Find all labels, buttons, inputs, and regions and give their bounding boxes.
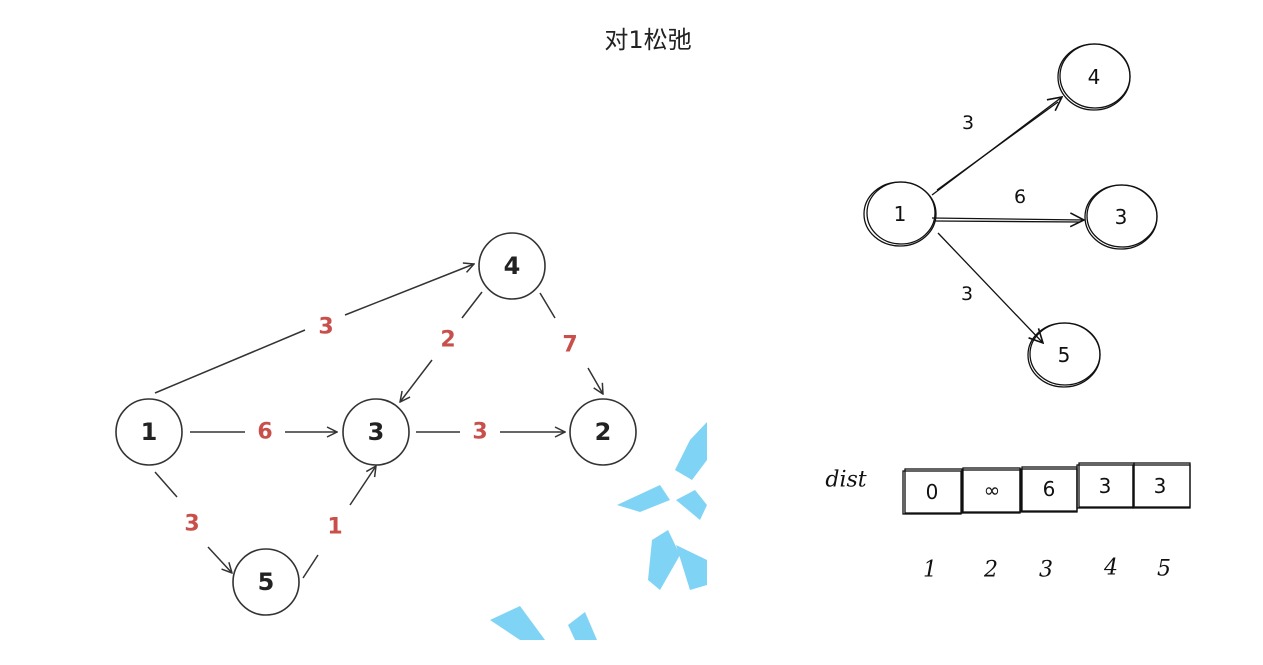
dist-indices: 1 2 3 4 5 xyxy=(923,556,1171,583)
dist-index: 4 xyxy=(1103,556,1118,581)
weight-3-2: 3 xyxy=(472,420,487,445)
node-label: 1 xyxy=(894,202,907,226)
sketch-weight-1-4: 3 xyxy=(962,112,974,134)
right-node-5: 5 xyxy=(1028,323,1100,387)
left-node-1: 1 xyxy=(116,399,182,465)
weight-4-2: 7 xyxy=(562,333,577,358)
weight-4-3: 2 xyxy=(440,328,455,353)
dist-cell-4: 3 xyxy=(1077,463,1134,508)
node-label: 4 xyxy=(1088,65,1101,89)
weight-1-4: 3 xyxy=(318,315,333,340)
dist-label: dist xyxy=(825,468,866,493)
dist-cell-1: 0 xyxy=(903,469,962,514)
dist-index: 1 xyxy=(923,558,937,583)
weight-1-3: 6 xyxy=(257,420,272,445)
right-graph-edges xyxy=(932,97,1084,343)
sketch-edge-1-4-double xyxy=(937,102,1058,190)
node-label: 2 xyxy=(595,418,612,446)
dist-cell-5: 3 xyxy=(1133,463,1190,508)
node-label: 4 xyxy=(504,252,521,280)
left-node-2: 2 xyxy=(570,399,636,465)
edge-1-4-a xyxy=(155,330,305,393)
sketch-weight-1-3: 6 xyxy=(1014,186,1026,208)
node-label: 3 xyxy=(368,418,385,446)
left-node-3: 3 xyxy=(343,399,409,465)
edge-1-5-a xyxy=(155,472,177,497)
sketch-weight-1-5: 3 xyxy=(961,283,973,305)
node-label: 1 xyxy=(141,418,158,446)
dist-cell-2: ∞ xyxy=(962,468,1020,513)
sketch-edge-1-3-double xyxy=(935,221,1080,222)
dist-index: 2 xyxy=(983,558,998,583)
dist-value: ∞ xyxy=(984,478,1001,502)
dist-index: 5 xyxy=(1157,557,1171,582)
dist-index: 3 xyxy=(1039,558,1053,583)
right-node-1: 1 xyxy=(864,182,936,246)
weight-5-3: 1 xyxy=(327,515,342,540)
edge-4-3-b xyxy=(400,360,432,402)
dist-cell-3: 6 xyxy=(1021,467,1077,512)
node-label: 5 xyxy=(1058,343,1071,367)
right-node-4: 4 xyxy=(1058,44,1130,110)
node-label: 5 xyxy=(258,568,275,596)
dist-array: 0 ∞ 6 3 3 xyxy=(903,463,1190,514)
dist-value: 0 xyxy=(926,480,939,504)
edge-1-5-b xyxy=(208,547,232,573)
page-title: 对1松弛 xyxy=(604,26,691,54)
node-label: 3 xyxy=(1115,205,1128,229)
dist-value: 3 xyxy=(1099,474,1112,498)
dist-value: 6 xyxy=(1043,477,1056,501)
sketch-edge-1-3 xyxy=(932,218,1084,220)
edge-1-4-b xyxy=(345,264,474,315)
edge-4-2-a xyxy=(540,293,555,318)
edge-4-3-a xyxy=(462,292,482,318)
weight-1-5: 3 xyxy=(184,512,199,537)
edge-4-2-b xyxy=(588,368,603,394)
edge-5-3-a xyxy=(303,555,318,578)
left-node-4: 4 xyxy=(479,233,545,299)
dist-value: 3 xyxy=(1154,474,1167,498)
sketch-edge-1-5 xyxy=(938,233,1043,343)
edge-5-3-b xyxy=(350,466,376,505)
right-node-3: 3 xyxy=(1085,185,1157,249)
left-node-5: 5 xyxy=(233,549,299,615)
right-graph-weights: 3 6 3 xyxy=(961,112,1026,305)
